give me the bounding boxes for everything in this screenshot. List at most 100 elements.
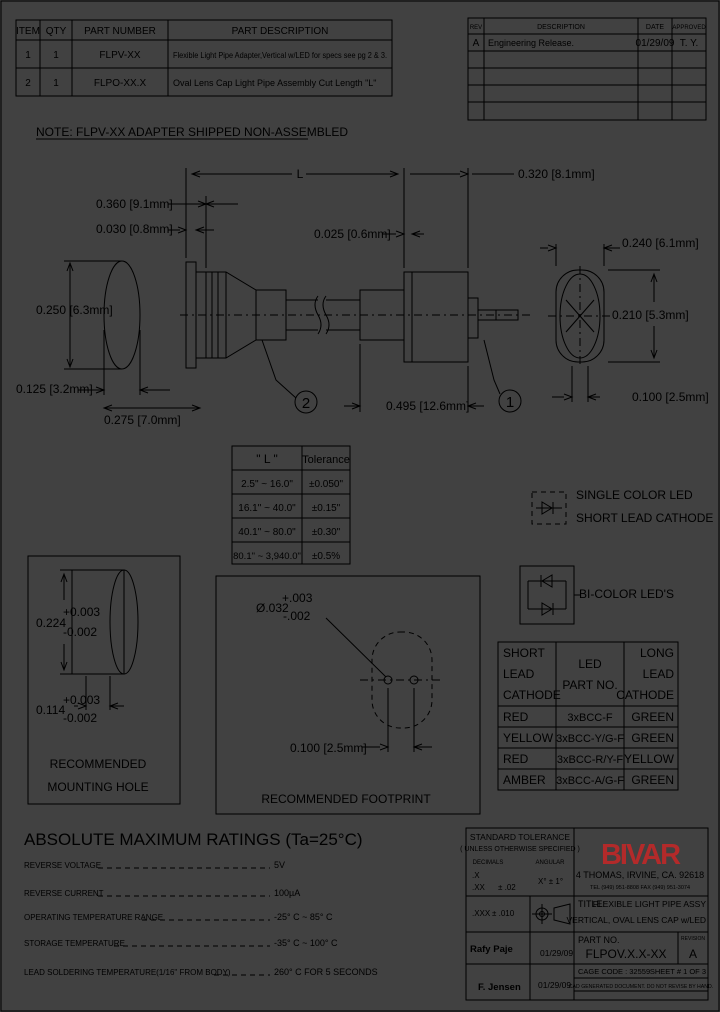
mount-label-1: RECOMMENDED [50,757,147,771]
bicolor-led-label: BI-COLOR LED'S [579,587,674,601]
bom-row1-part: FLPV-XX [99,50,140,61]
mount-dim-0114: 0.114 [36,703,65,717]
dim-0320: 0.320 [8.1mm] [518,167,595,181]
rev-header-desc: DESCRIPTION [537,24,585,31]
std-tol-xx: .XX [472,883,486,892]
bom-row2-item: 2 [25,78,31,89]
led-header-led-2: PART NO. [562,678,617,692]
mount-dim-0224-plus: +0.003 [63,605,100,619]
dim-0360: 0.360 [9.1mm] [96,197,173,211]
bivar-logo: BIVAR [601,839,681,871]
rating-1-value: 5V [274,860,285,870]
led-row3-part: 3xBCC-R/Y-F [557,754,623,766]
title-block: STANDARD TOLERANCE ( UNLESS OTHERWISE SP… [460,827,713,1001]
company-address: 4 THOMAS, IRVINE, CA. 92618 [576,870,704,880]
rev-row1-date: 01/29/09 [636,38,675,49]
rev-row1-rev: A [473,38,480,49]
std-tol-decimals: DECIMALS [473,860,504,866]
dim-0030: 0.030 [0.8mm] [96,222,173,236]
part-no-value: FLPOV.X.X-XX [586,947,667,961]
footprint-view: Ø.032 +.003 -.002 0.100 [2.5mm] RECOMMEN… [215,575,481,815]
ratings-section: ABSOLUTE MAXIMUM RATINGS (Ta=25°C) REVER… [24,830,378,977]
tol-header-l: " L " [256,452,277,466]
std-tol-xxx-value: ± .010 [492,909,515,918]
std-tol-angular-value: X° ± 1° [538,877,563,886]
std-tol-x: .X [472,871,480,880]
dim-0495: 0.495 [12.6mm] [386,399,469,413]
tol-header-tolerance: Tolerance [302,454,350,466]
rating-3-label: OPERATING TEMPERATURE RANGE [24,913,163,922]
title-line-1: FLEXIBLE LIGHT PIPE ASSY [593,899,707,909]
title-line-2: VERTICAL, OVAL LENS CAP w/LED [566,915,706,925]
std-tol-unless: ( UNLESS OTHERWISE SPECIFIED ) [460,846,580,853]
mounting-hole-view: 0.224 +0.003 -0.002 0.114 +0.003 -0.002 … [27,555,181,805]
drawn-by: Rafy Paje [470,944,513,955]
rev-row1-approved: T. Y. [680,38,699,49]
std-tol-xxx: .XXX [472,909,491,918]
led-header-short-3: CATHODE [503,688,561,702]
tol-row1-range: 2.5" ~ 16.0" [241,479,293,490]
mount-label-2: MOUNTING HOLE [47,780,148,794]
dim-0100: 0.100 [2.5mm] [632,390,709,404]
led-row2-short: YELLOW [503,731,554,745]
dim-0275: 0.275 [7.0mm] [104,413,181,427]
sheet-number: SHEET # 1 OF 3 [650,967,706,976]
led-header-led-1: LED [578,657,602,671]
rev-header-rev: REV [470,25,482,31]
dim-0250: 0.250 [6.3mm] [36,303,113,317]
rating-4-value: -35° C ~ 100° C [274,938,338,948]
revision-table: REV DESCRIPTION DATE APPROVED A Engineer… [467,17,707,121]
rating-5-label: LEAD SOLDERING TEMPERATURE(1/16" FROM BO… [24,968,231,977]
bom-row1-desc: Flexible Light Pipe Adapter,Vertical w/L… [173,50,387,60]
dim-0125: 0.125 [3.2mm] [16,382,93,396]
led-row4-short: AMBER [503,773,546,787]
title-label: TITLE: [578,899,605,909]
rev-row1-desc: Engineering Release. [488,38,574,48]
std-tol-angular: ANGULAR [535,860,565,866]
bom-row1-item: 1 [25,50,31,61]
rating-2-value: 100µA [274,888,300,898]
led-color-table: SHORT LEAD CATHODE LED PART NO. LONG LEA… [497,641,679,791]
cad-footer-note: CAD GENERATED DOCUMENT. DO NOT REVISE BY… [569,984,713,990]
part-no-label: PART NO. [578,935,620,945]
footprint-dia-plus: +.003 [282,591,313,605]
bom-header-qty: QTY [46,26,67,37]
mount-dim-0114-plus: +0.003 [63,693,100,707]
lens-cap-end-view: 0.240 [6.1mm] 0.210 [5.3mm] 0.100 [2.5mm… [540,236,709,404]
tol-row1-tol: ±0.050" [309,479,344,490]
single-led-label-1: SINGLE COLOR LED [576,488,693,502]
mount-dim-0224: 0.224 [36,616,66,630]
led-row1-long: GREEN [631,710,674,724]
revision-value: A [689,947,697,961]
tol-row4-tol: ±0.5% [312,551,340,562]
tol-row3-tol: ±0.30" [312,527,341,538]
rating-2-label: REVERSE CURRENT [24,889,104,898]
revision-label: REVISION [681,936,705,942]
footprint-dia: Ø.032 [256,601,289,615]
dim-l: L [297,167,304,181]
assembly-side-view: L 0.320 [8.1mm] 0.360 [9.1mm] 0.030 [0.8… [16,167,595,427]
tol-row2-range: 16.1" ~ 40.0" [238,503,296,514]
bom-header-description: PART DESCRIPTION [232,26,329,37]
bom-row2-part: FLPO-XX.X [94,78,147,89]
drawn-date: 01/29/09 [540,948,573,958]
footprint-label: RECOMMENDED FOOTPRINT [261,792,431,806]
mount-dim-0114-minus: -0.002 [63,711,97,725]
std-tol-title: STANDARD TOLERANCE [470,832,570,842]
rev-header-date: DATE [646,24,664,31]
led-header-long-3: CATHODE [616,688,674,702]
company-phone: TEL (949) 951-8808 FAX (949) 951-3074 [590,885,690,891]
dim-0210: 0.210 [5.3mm] [612,308,689,322]
mount-dim-0224-minus: -0.002 [63,625,97,639]
led-header-short-1: SHORT [503,646,545,660]
dim-0240: 0.240 [6.1mm] [622,236,699,250]
single-led-label-2: SHORT LEAD CATHODE [576,511,713,525]
assembly-note: NOTE: FLPV-XX ADAPTER SHIPPED NON-ASSEMB… [36,125,348,139]
checked-by: F. Jensen [478,982,521,993]
bom-header-item: ITEM [16,26,40,37]
bom-header-part-number: PART NUMBER [84,26,156,37]
footprint-pitch: 0.100 [2.5mm] [290,741,367,755]
ratings-title: ABSOLUTE MAXIMUM RATINGS (Ta=25°C) [24,830,363,849]
led-row2-long: GREEN [631,731,674,745]
